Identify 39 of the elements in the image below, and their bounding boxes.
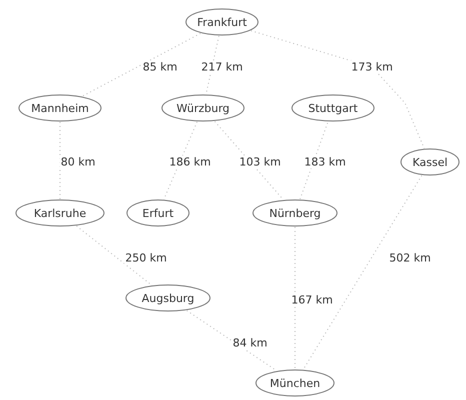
edge-label: 502 km	[388, 252, 432, 264]
city-ellipse	[18, 94, 102, 122]
edge-label: 103 km	[238, 156, 282, 168]
connector-line	[76, 226, 152, 286]
edge-label: 250 km	[124, 252, 168, 264]
connector-line	[250, 30, 425, 149]
city-name: Kassel	[412, 156, 448, 168]
city-ellipse	[400, 148, 460, 176]
edge-label: 186 km	[168, 156, 212, 168]
connector-line	[82, 32, 202, 97]
city-ellipse	[291, 94, 375, 122]
city-name: Karlsruhe	[34, 206, 86, 220]
connector-line	[302, 174, 422, 370]
city-ellipse	[126, 199, 190, 227]
city-ellipse	[255, 369, 335, 397]
edge-label: 217 km	[200, 60, 244, 74]
edge-label: 84 km	[232, 336, 268, 350]
city-name: Nürnberg	[269, 206, 321, 220]
connector-line	[186, 310, 277, 372]
city-name: Würzburg	[176, 102, 230, 114]
city-name: Mannheim	[31, 102, 89, 114]
city-ellipse	[252, 199, 338, 227]
city-ellipse	[185, 8, 259, 36]
city-name: Frankfurt	[197, 16, 247, 28]
city-name: Stuttgart	[308, 102, 358, 114]
edge-label: 183 km	[303, 156, 347, 168]
city-name: Erfurt	[142, 206, 174, 220]
edge-label: 167 km	[290, 294, 334, 306]
edge-label: 80 km	[60, 156, 96, 168]
edge-label: 173 km	[350, 60, 394, 74]
edge-label: 85 km	[142, 60, 178, 74]
connector-line	[214, 120, 284, 200]
city-ellipse	[125, 284, 211, 312]
connector-line	[300, 121, 328, 200]
city-ellipse	[15, 199, 105, 227]
city-ellipse	[161, 94, 245, 122]
connector-line	[163, 121, 198, 200]
city-name: Augsburg	[142, 292, 194, 304]
city-name: München	[270, 376, 320, 390]
